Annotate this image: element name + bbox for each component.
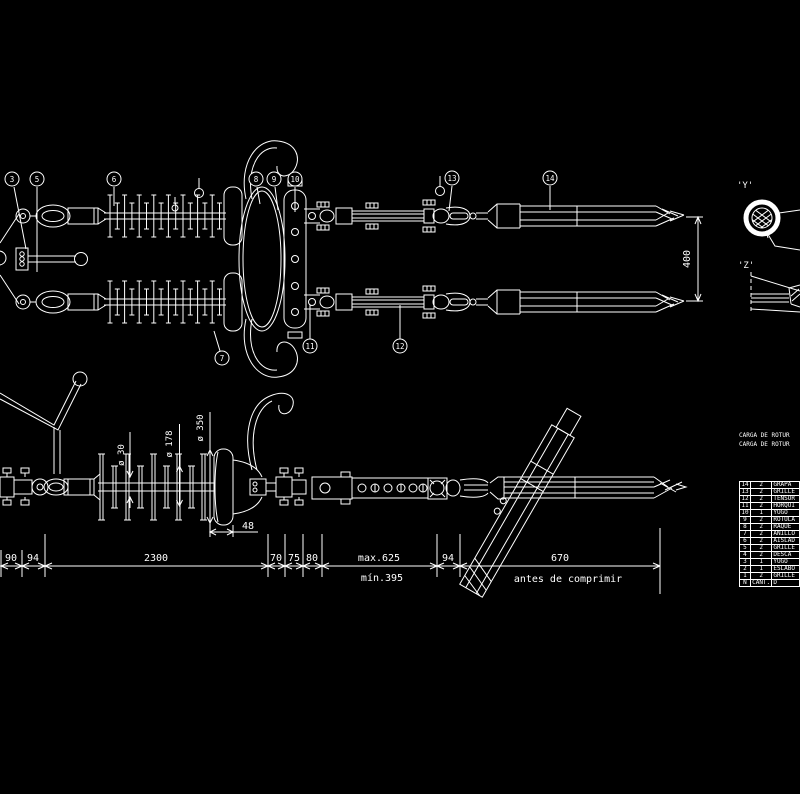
dim-48: 48	[208, 521, 258, 537]
balloon-14: 14	[542, 170, 558, 186]
balloon-11: 11	[302, 338, 318, 354]
compression-deadend	[489, 476, 688, 500]
insulator-sheds-elevation	[98, 453, 207, 521]
svg-text:670: 670	[551, 553, 569, 564]
svg-text:70: 70	[270, 553, 282, 564]
balloon-13: 13	[444, 170, 460, 186]
compression-tool	[459, 407, 582, 598]
svg-text:10: 10	[290, 175, 300, 184]
svg-text:6: 6	[112, 175, 117, 184]
svg-text:14: 14	[545, 174, 555, 183]
rod-sheath-ring	[743, 199, 781, 237]
svg-text:90: 90	[5, 553, 17, 564]
plan-view-assembly: 400 3 5 6 8 9 10 13 14 7 11 12	[0, 140, 703, 378]
svg-text:13: 13	[447, 174, 456, 183]
turnbuckle-elevation	[275, 467, 489, 506]
dimension-chain-labels: 90 94 2300 70 75 80 max.625 94 670 mín.3…	[5, 553, 622, 585]
svg-text:'Y': 'Y'	[737, 181, 753, 191]
svg-text:12: 12	[395, 342, 404, 351]
arcing-horn-bottom	[243, 318, 298, 378]
note-line-1: CARGA DE ROTUR	[739, 432, 790, 439]
svg-text:2300: 2300	[144, 553, 168, 564]
svg-text:80: 80	[306, 553, 318, 564]
detail-y: 'Y'	[737, 181, 800, 251]
balloon-12: 12	[392, 338, 408, 354]
svg-text:antes de comprimir: antes de comprimir	[514, 574, 622, 585]
balloon-5: 5	[29, 171, 45, 187]
svg-text:ø 350: ø 350	[196, 414, 206, 441]
section-markers	[171, 176, 445, 212]
balloon-9: 9	[266, 171, 282, 187]
svg-text:mín.395: mín.395	[361, 572, 403, 584]
line-arcing-hook	[247, 392, 294, 471]
dimension-chain	[0, 528, 661, 594]
balloon-3: 3	[4, 171, 20, 187]
dim-400-label: 400	[682, 250, 693, 268]
discharge-ball	[74, 252, 88, 266]
insulator-elevation	[63, 448, 234, 526]
balloon-10: 10	[287, 171, 303, 187]
breaking-load-notes: CARGA DE ROTUR CARGA DE ROTUR	[739, 431, 800, 449]
dim-dia350: ø 350	[196, 412, 214, 537]
svg-text:8: 8	[254, 175, 259, 184]
balloon-8: 8	[248, 171, 264, 187]
svg-text:'Z': 'Z'	[738, 261, 754, 271]
dim-400: 400	[682, 215, 703, 303]
balloon-7: 7	[214, 350, 230, 366]
svg-text:48: 48	[242, 521, 254, 532]
svg-text:75: 75	[288, 553, 300, 564]
svg-text:9: 9	[272, 175, 277, 184]
corona-ring	[232, 459, 276, 515]
rod-cross-hatch	[752, 208, 772, 228]
detail-z: 'Z'	[738, 261, 800, 313]
balloon-cut	[0, 250, 7, 266]
svg-text:7: 7	[220, 354, 225, 363]
tower-yoke	[0, 213, 88, 305]
tower-arcing-horn	[0, 371, 88, 474]
svg-text:5: 5	[35, 175, 40, 184]
balloon-6: 6	[106, 171, 122, 187]
grading-bell	[213, 448, 234, 526]
tower-clamp-and-links	[0, 467, 69, 506]
balloon-callouts: 3 5 6 8 9 10 13 14 7 11 12	[4, 170, 558, 366]
svg-text:94: 94	[27, 553, 39, 564]
svg-text:ø 178: ø 178	[165, 430, 175, 457]
svg-text:94: 94	[442, 553, 454, 564]
dim-dia30: ø 30	[117, 432, 134, 508]
note-line-2: CARGA DE ROTUR	[739, 441, 790, 448]
dim-dia178: ø 178	[165, 424, 183, 508]
arcing-horn-top	[243, 140, 298, 200]
svg-text:ø 30: ø 30	[117, 444, 127, 466]
svg-text:max.625: max.625	[358, 553, 400, 564]
elevation-view-assembly: ø 30 ø 178 ø 350 48 90 94 2300 70 75 80	[0, 371, 688, 598]
svg-text:3: 3	[10, 175, 15, 184]
svg-text:11: 11	[305, 342, 314, 351]
racquet-and-yoke-plate	[238, 140, 307, 378]
